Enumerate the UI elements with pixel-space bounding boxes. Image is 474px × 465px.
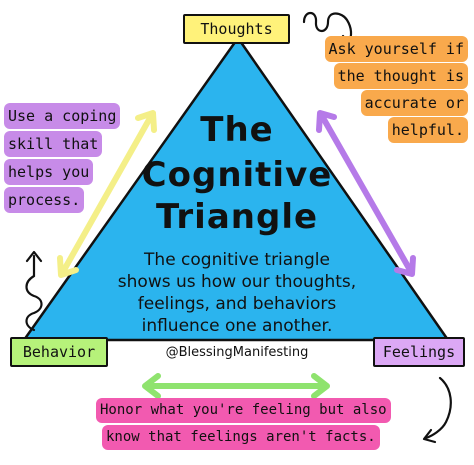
node-behavior: Behavior — [10, 337, 108, 367]
title-line-3: Triangle — [155, 197, 319, 237]
note-coping-line-3: helps you — [4, 159, 94, 185]
note-thought-line-3: accurate or — [360, 90, 468, 116]
description-line-4: influence one another. — [141, 316, 333, 336]
double-arrow-bottom — [142, 373, 330, 399]
node-feelings: Feelings — [373, 337, 465, 367]
title-line-2: Cognitive — [141, 155, 333, 195]
curved-arrow-feelings — [422, 376, 452, 444]
description-line-2: shows us how our thoughts, — [117, 272, 357, 292]
description-line-1: The cognitive triangle — [144, 250, 330, 270]
note-thought-line-4: helpful. — [387, 117, 468, 143]
node-thoughts: Thoughts — [183, 14, 290, 44]
note-feelings-facts: Honor what you're feeling but also know … — [96, 398, 438, 452]
double-arrow-left — [57, 110, 157, 278]
note-coping-line-4: process. — [4, 187, 85, 213]
node-behavior-label: Behavior — [22, 343, 96, 361]
note-coping-skill: Use a coping skill that helps you proces… — [4, 103, 138, 215]
note-coping-line-1: Use a coping — [4, 103, 121, 129]
note-feelings-line-1: Honor what you're feeling but also — [96, 398, 391, 423]
node-feelings-label: Feelings — [382, 343, 456, 361]
double-arrow-right — [316, 110, 416, 277]
note-thought-line-1: Ask yourself if — [324, 36, 468, 62]
note-feelings-line-2: know that feelings aren't facts. — [102, 425, 380, 450]
credit-handle: @BlessingManifesting — [165, 345, 309, 360]
note-thought-check: Ask yourself if the thought is accurate … — [306, 36, 468, 146]
node-thoughts-label: Thoughts — [200, 20, 273, 38]
title-line-1: The — [200, 110, 274, 150]
cognitive-triangle-shape — [22, 36, 450, 342]
note-thought-line-2: the thought is — [333, 63, 468, 89]
squiggle-arrow-behavior — [25, 250, 43, 332]
description-line-3: feelings, and behaviors — [137, 294, 337, 314]
note-coping-line-2: skill that — [4, 131, 103, 157]
